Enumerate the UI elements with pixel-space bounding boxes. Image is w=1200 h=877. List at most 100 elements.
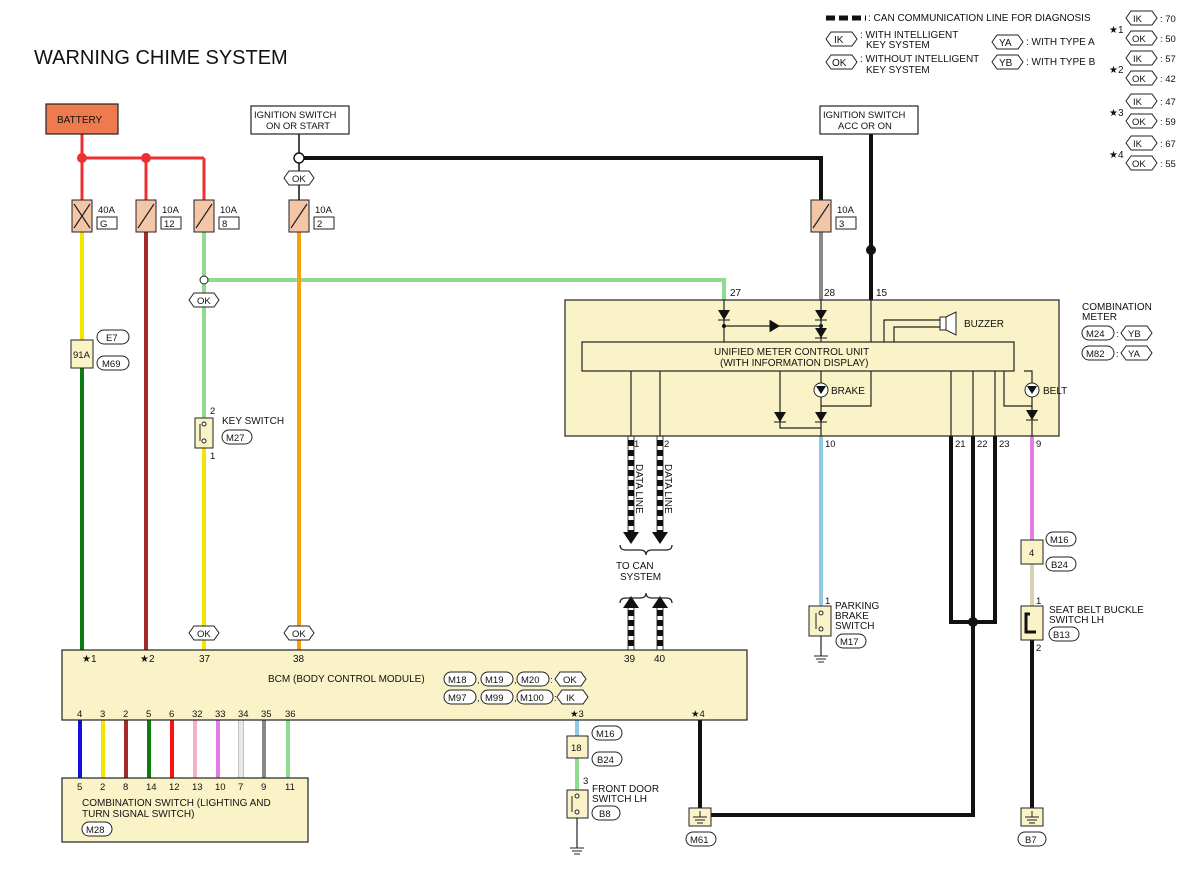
svg-text:IGNITION SWITCH: IGNITION SWITCH: [254, 110, 336, 121]
svg-text:KEY SYSTEM: KEY SYSTEM: [866, 40, 930, 51]
svg-text:,: ,: [477, 693, 480, 704]
svg-text:23: 23: [999, 439, 1010, 450]
pin-note-ik: : 67: [1160, 139, 1176, 150]
svg-text:B24: B24: [597, 755, 614, 766]
svg-text:,: ,: [514, 675, 517, 686]
svg-text:IK: IK: [566, 693, 576, 704]
svg-text:PARKING: PARKING: [835, 601, 879, 612]
wire-black-ign: [304, 156, 823, 200]
combination-meter: UNIFIED METER CONTROL UNIT (WITH INFORMA…: [564, 288, 1153, 450]
battery-bus: [77, 134, 206, 200]
data-line-label-2: DATA LINE: [662, 464, 673, 514]
svg-text:M99: M99: [485, 693, 503, 704]
parking-brake-switch: 1 PARKING BRAKE SWITCH M17: [808, 596, 879, 663]
ign-on-start-box: IGNITION SWITCH ON OR START: [250, 105, 350, 135]
svg-text:M82: M82: [1086, 349, 1104, 360]
pin-note-ik: : 47: [1160, 97, 1176, 108]
bcm-pin: 6: [169, 709, 174, 720]
svg-text:TURN SIGNAL SWITCH): TURN SIGNAL SWITCH): [82, 809, 194, 820]
svg-text:M16: M16: [596, 729, 614, 740]
svg-text:10A: 10A: [220, 205, 238, 216]
svg-text:COMBINATION SWITCH (LIGHTING A: COMBINATION SWITCH (LIGHTING AND: [82, 798, 271, 809]
svg-text:M16: M16: [1050, 535, 1068, 546]
ik-tag: [825, 31, 858, 47]
svg-text:G: G: [100, 219, 107, 230]
ok-tag: OK: [197, 296, 211, 307]
svg-text:2: 2: [664, 439, 669, 450]
svg-text::: :: [550, 675, 553, 686]
svg-text:SWITCH: SWITCH: [835, 621, 874, 632]
bcm-pin-star4: ★4: [691, 709, 705, 720]
bcm-pin: 2: [123, 709, 128, 720]
svg-text:M24: M24: [1086, 329, 1104, 340]
svg-text:IK: IK: [1133, 139, 1143, 150]
svg-text:12: 12: [164, 219, 175, 230]
svg-text:91A: 91A: [73, 350, 91, 361]
svg-text:M19: M19: [485, 675, 503, 686]
pin-note-mark: ★4: [1109, 150, 1124, 161]
svg-text:BELT: BELT: [1043, 386, 1067, 397]
svg-text:2: 2: [1036, 643, 1041, 654]
svg-text:YB: YB: [999, 58, 1013, 69]
buzzer-label: BUZZER: [964, 319, 1004, 330]
svg-text:2: 2: [317, 219, 322, 230]
svg-text:: WITHOUT INTELLIGENT: : WITHOUT INTELLIGENT: [860, 54, 979, 65]
svg-text:B24: B24: [1051, 560, 1068, 571]
svg-text:1: 1: [634, 439, 639, 450]
pin-note-ok: : 55: [1160, 159, 1176, 170]
svg-text::: :: [554, 693, 557, 704]
svg-text:IK: IK: [1133, 54, 1143, 65]
combo-pin: 7: [238, 782, 243, 793]
svg-text:18: 18: [571, 743, 582, 754]
svg-text:37: 37: [199, 654, 211, 665]
svg-text:39: 39: [624, 654, 636, 665]
svg-text:KEY SWITCH: KEY SWITCH: [222, 416, 284, 427]
svg-text:UNIFIED METER CONTROL UNIT: UNIFIED METER CONTROL UNIT: [714, 347, 869, 358]
svg-text:10A: 10A: [837, 205, 855, 216]
svg-text:ON OR START: ON OR START: [266, 121, 330, 132]
combo-pin: 9: [261, 782, 266, 793]
battery-label: BATTERY: [57, 115, 103, 126]
svg-text:M61: M61: [690, 835, 708, 846]
combo-pin: 12: [169, 782, 180, 793]
svg-text:M20: M20: [521, 675, 539, 686]
svg-text:OK: OK: [1132, 74, 1146, 85]
seat-belt-switch: 4 M16 B24 1 2 SEAT BELT BUCKLE SWITCH LH…: [1020, 531, 1144, 654]
svg-text:3: 3: [839, 219, 844, 230]
svg-text:(WITH INFORMATION DISPLAY): (WITH INFORMATION DISPLAY): [720, 358, 869, 369]
svg-text:SWITCH LH: SWITCH LH: [592, 794, 647, 805]
svg-text:YA: YA: [1128, 349, 1141, 360]
svg-text:ACC OR ON: ACC OR ON: [838, 121, 892, 132]
svg-text:BCM (BODY CONTROL MODULE): BCM (BODY CONTROL MODULE): [268, 674, 425, 685]
svg-text:M27: M27: [226, 433, 244, 444]
combo-switch-wires: [78, 720, 290, 778]
bcm-pin: 34: [238, 709, 249, 720]
combo-pin: 14: [146, 782, 157, 793]
ok-tag: OK: [197, 629, 211, 640]
svg-text:10A: 10A: [162, 205, 180, 216]
pin-note-mark: ★2: [1109, 65, 1124, 76]
svg-text:IK: IK: [834, 35, 844, 46]
pin-note-ik: : 70: [1160, 14, 1176, 25]
svg-text:21: 21: [955, 439, 966, 450]
svg-text:YB: YB: [1128, 329, 1141, 340]
bcm-pin: 3: [100, 709, 105, 720]
bcm-pin-star3: ★3: [570, 709, 584, 720]
bcm-pin: 33: [215, 709, 226, 720]
svg-text:1: 1: [1036, 596, 1041, 607]
svg-text:B7: B7: [1025, 835, 1037, 846]
svg-text:3: 3: [583, 776, 588, 787]
ign-acc-on-box: IGNITION SWITCH ACC OR ON: [819, 105, 919, 135]
pin-note-ik: : 57: [1160, 54, 1176, 65]
pin-note-ok: : 42: [1160, 74, 1176, 85]
svg-text:8: 8: [222, 219, 227, 230]
ok-tag: OK: [292, 629, 306, 640]
bcm-pin: 4: [77, 709, 82, 720]
